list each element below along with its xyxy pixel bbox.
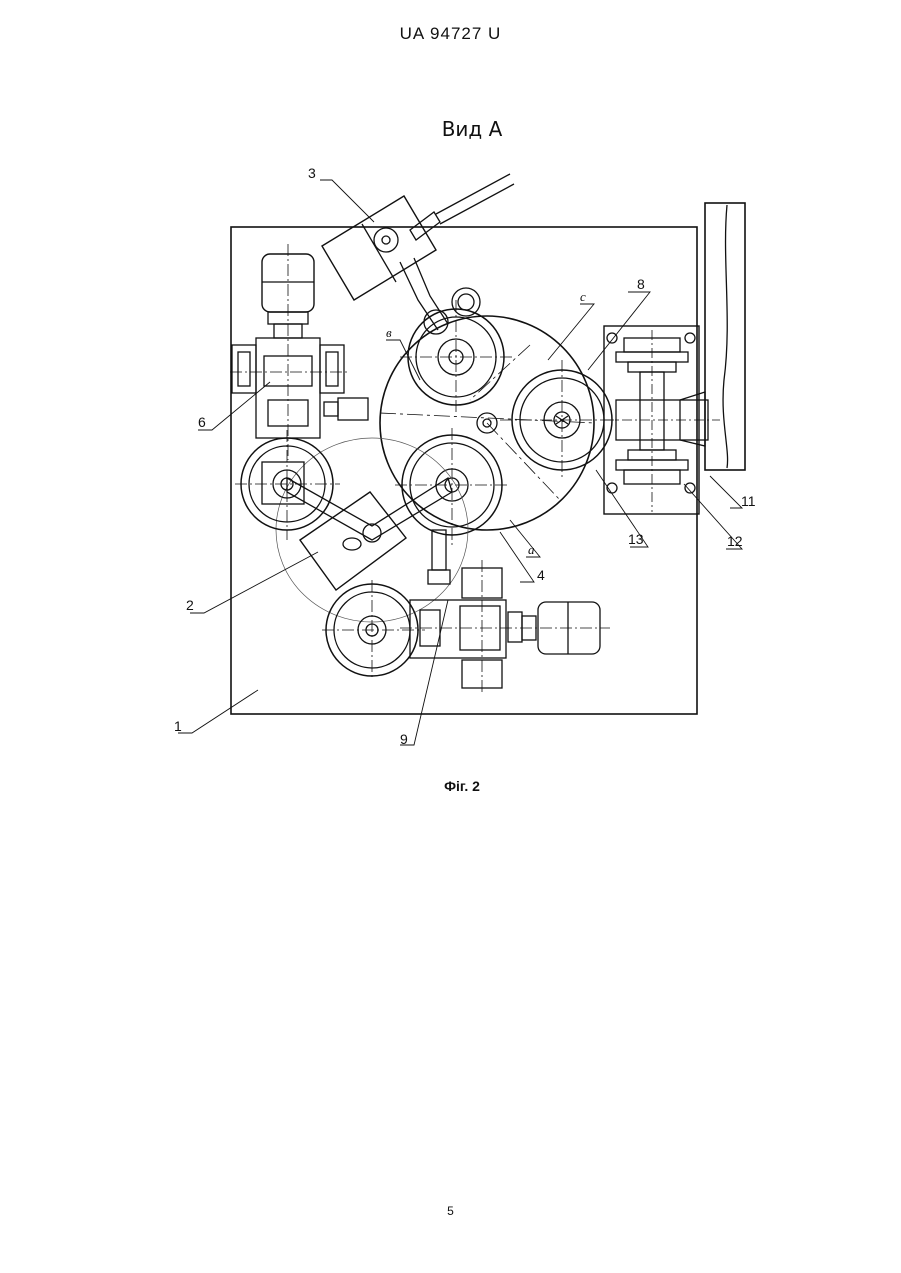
page-number: 5	[0, 1204, 901, 1218]
callout-b: в	[386, 325, 392, 340]
callout-11: 11	[741, 493, 756, 509]
linkage-arm	[287, 478, 452, 590]
right-bracket-assembly	[604, 326, 720, 514]
callout-13: 13	[628, 531, 644, 547]
figure-caption: Фіг. 2	[444, 778, 480, 794]
middle-gear	[395, 428, 510, 545]
callout-12: 12	[727, 533, 743, 549]
left-motor-assembly	[230, 244, 368, 460]
guide-rail	[705, 203, 745, 470]
sensor-unit	[322, 174, 514, 334]
callout-9: 9	[400, 731, 408, 747]
callout-c: с	[580, 289, 586, 304]
technical-drawing: Вид А	[150, 100, 770, 800]
view-title: Вид А	[442, 117, 503, 141]
wheel-8	[500, 360, 620, 480]
callout-1: 1	[174, 718, 182, 734]
callout-6: 6	[198, 414, 206, 430]
callout-3: 3	[308, 165, 316, 181]
callout-2: 2	[186, 597, 194, 613]
callout-4: 4	[537, 567, 545, 583]
callout-a: а	[528, 542, 535, 557]
callout-8: 8	[637, 276, 645, 292]
patent-number-header: UA 94727 U	[0, 24, 901, 44]
